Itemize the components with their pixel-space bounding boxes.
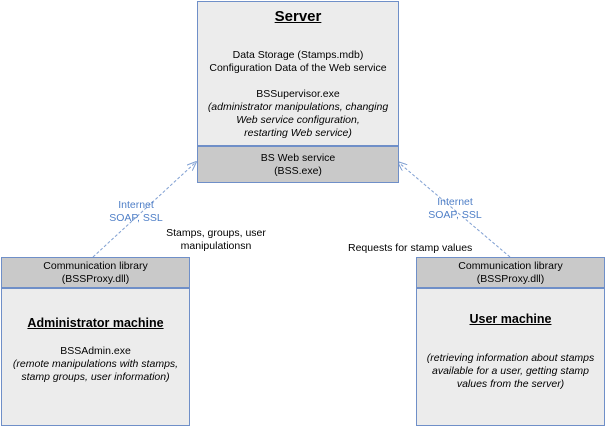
user-library-box: Communication library (BSSProxy.dll): [416, 257, 605, 288]
admin-machine-box: Administrator machine BSSAdmin.exe (remo…: [1, 288, 190, 426]
admin-machine-desc-line: stamp groups, user information): [21, 371, 170, 383]
admin-machine-desc-line: (remote manipulations with stamps,: [12, 358, 179, 370]
admin-machine-text: BSSAdmin.exe (remote manipulations with …: [2, 345, 189, 384]
left-link-line: Internet: [118, 199, 154, 211]
server-supervisor-text: BSSupervisor.exe (administrator manipula…: [198, 88, 398, 140]
server-storage-text: Data Storage (Stamps.mdb) Configuration …: [198, 49, 398, 75]
left-link-line: SOAP, SSL: [109, 212, 163, 224]
server-storage-line: Configuration Data of the Web service: [209, 62, 387, 74]
server-title: Server: [274, 8, 322, 25]
user-machine-desc-line: (retrieving information about stamps: [426, 352, 595, 364]
web-service-line: (BSS.exe): [274, 164, 322, 177]
admin-machine-title: Administrator machine: [27, 316, 164, 330]
web-service-box: BS Web service (BSS.exe): [197, 146, 399, 183]
left-note: Stamps, groups, user manipulationsn: [156, 227, 276, 253]
right-note: Requests for stamp values: [348, 242, 473, 254]
server-supervisor-exe: BSSupervisor.exe: [256, 88, 340, 100]
admin-library-box: Communication library (BSSProxy.dll): [1, 257, 190, 288]
user-machine-text: (retrieving information about stamps ava…: [417, 352, 604, 391]
user-machine-desc-line: values from the server): [456, 378, 565, 390]
left-link-label: Internet SOAP, SSL: [91, 199, 181, 225]
server-box: Server Data Storage (Stamps.mdb) Configu…: [197, 1, 399, 146]
user-machine-box: User machine (retrieving information abo…: [416, 288, 605, 426]
admin-machine-exe: BSSAdmin.exe: [60, 345, 131, 357]
user-machine-desc-line: available for a user, getting stamp: [431, 365, 589, 377]
right-connector-line: [398, 162, 511, 258]
left-note-line: Stamps, groups, user: [166, 227, 266, 239]
right-link-line: Internet: [437, 196, 473, 208]
admin-library-line: (BSSProxy.dll): [61, 272, 130, 285]
user-library-line: (BSSProxy.dll): [476, 272, 545, 285]
web-service-line: BS Web service: [260, 151, 336, 164]
left-connector-line: [92, 162, 196, 258]
user-machine-title: User machine: [469, 312, 552, 326]
right-link-label: Internet SOAP, SSL: [410, 196, 500, 222]
user-library-line: Communication library: [458, 259, 563, 272]
server-storage-line: Data Storage (Stamps.mdb): [232, 49, 364, 61]
server-supervisor-desc-line: restarting Web service): [244, 127, 352, 139]
left-note-line: manipulationsn: [180, 240, 252, 252]
right-link-line: SOAP, SSL: [428, 209, 482, 221]
server-supervisor-desc-line: Web service configuration,: [236, 114, 360, 126]
admin-library-line: Communication library: [43, 259, 148, 272]
server-supervisor-desc-line: (administrator manipulations, changing: [207, 101, 389, 113]
